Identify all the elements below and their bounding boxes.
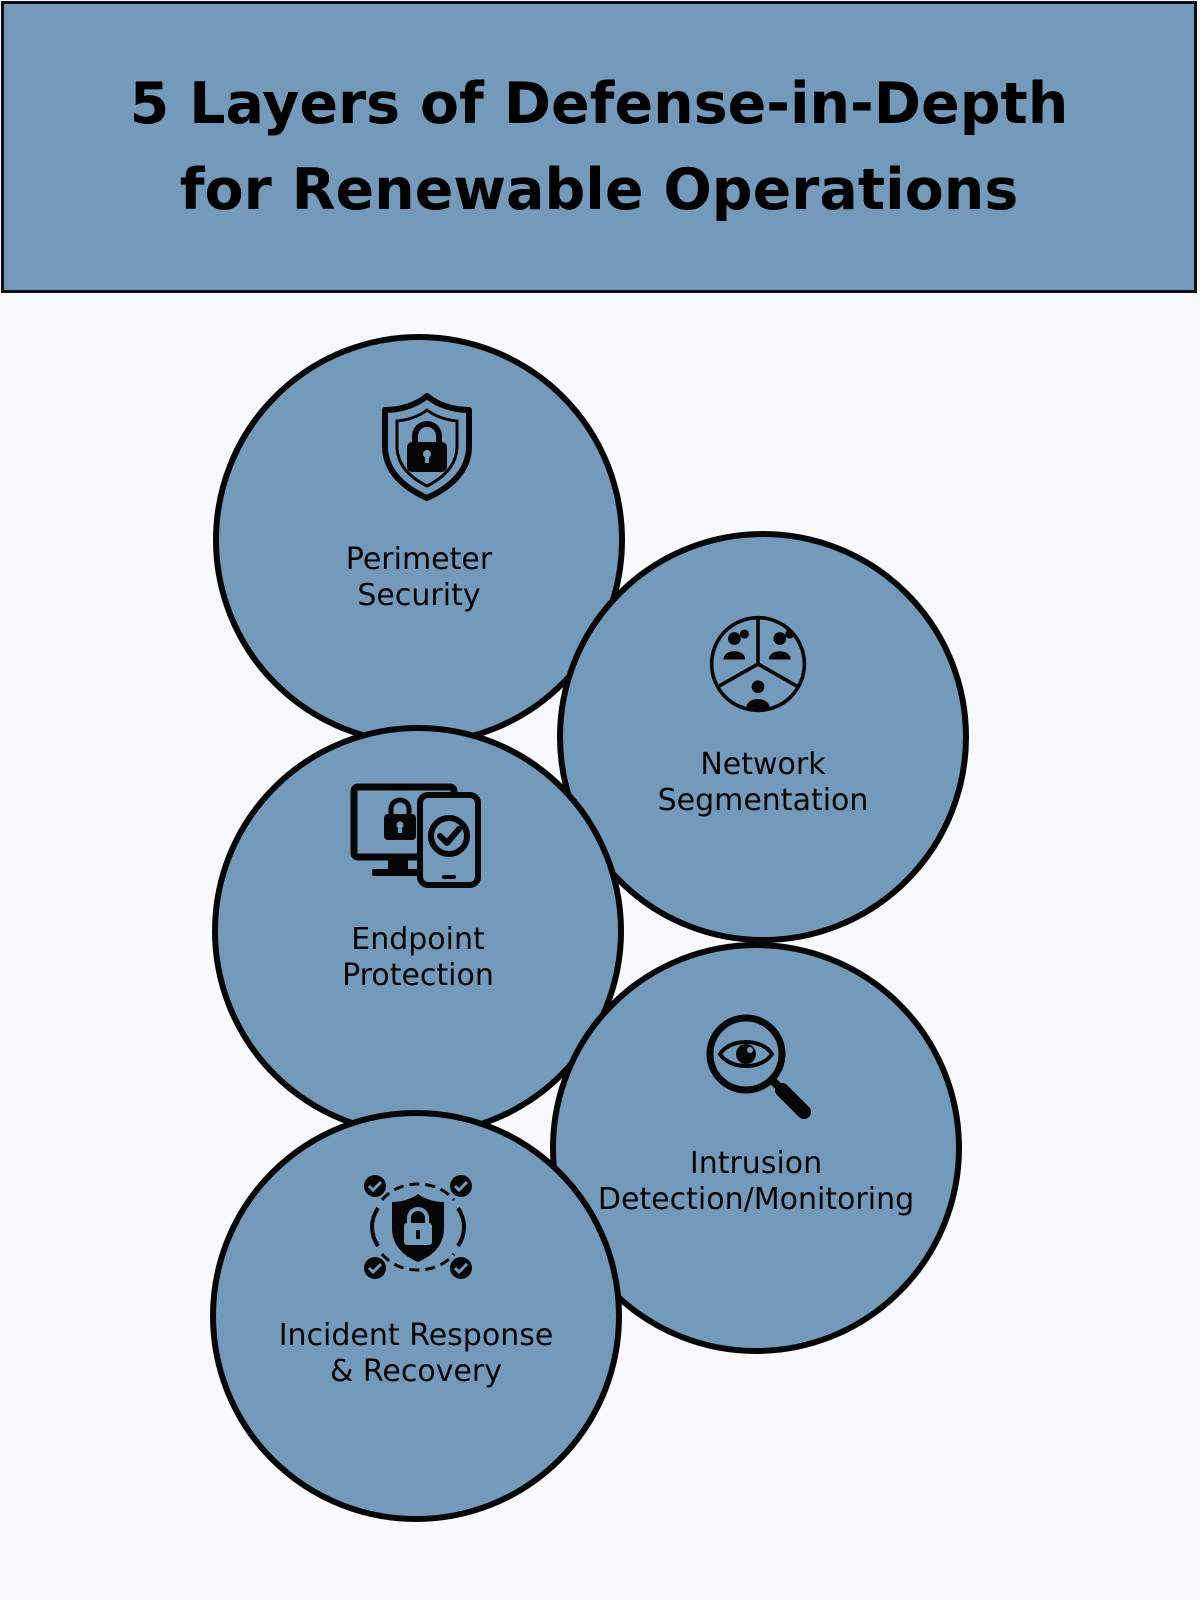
- layer-label: Endpoint Protection: [342, 922, 494, 993]
- layer-label: Perimeter Security: [345, 542, 493, 613]
- page-title: 5 Layers of Defense-in-Depth for Renewab…: [129, 71, 1069, 223]
- layer-incident-response: Incident Response & Recovery: [210, 1110, 622, 1522]
- layer-label: Incident Response & Recovery: [278, 1318, 554, 1389]
- network-segments-icon: [708, 609, 808, 719]
- layer-label: Network Segmentation: [657, 747, 869, 818]
- magnifier-eye-icon: [704, 1012, 816, 1122]
- shield-lock-checks-icon: [362, 1172, 474, 1282]
- layer-network-segmentation: Network Segmentation: [557, 531, 969, 943]
- title-banner: 5 Layers of Defense-in-Depth for Renewab…: [1, 1, 1197, 293]
- layer-label: Intrusion Detection/Monitoring: [597, 1146, 915, 1217]
- layer-perimeter-security: Perimeter Security: [213, 334, 625, 746]
- shield-lock-icon: [377, 392, 477, 502]
- devices-lock-check-icon: [348, 781, 488, 891]
